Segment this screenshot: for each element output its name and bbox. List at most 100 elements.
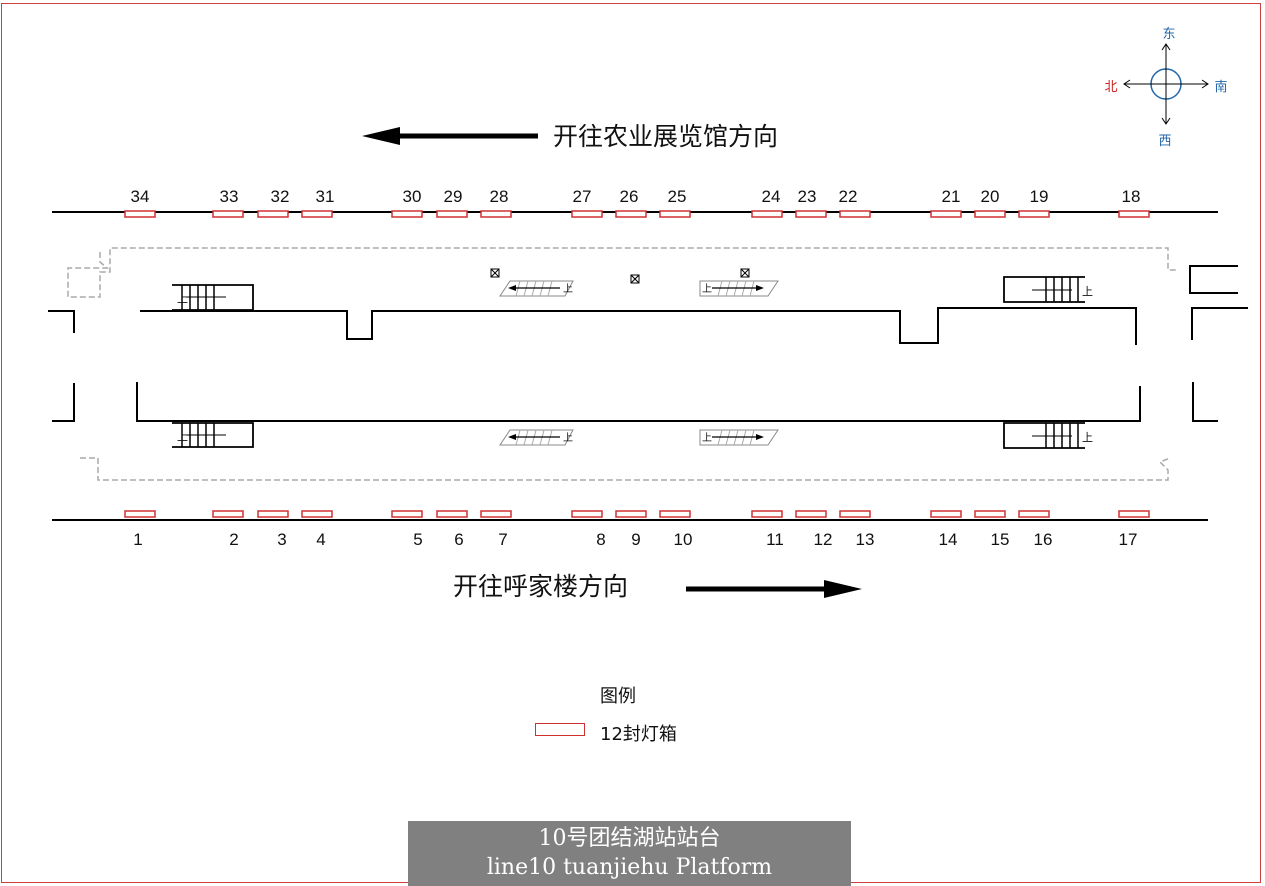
stair-northeast: 上 bbox=[1003, 276, 1093, 303]
legend-lightbox-label: 12封灯箱 bbox=[600, 724, 677, 745]
stair-up-label: 上 bbox=[1082, 285, 1093, 298]
lightbox-number-24: 24 bbox=[762, 187, 781, 206]
station-title-banner: 10号团结湖站站台 line10 tuanjiehu Platform bbox=[408, 821, 851, 886]
lightbox-number-12: 12 bbox=[814, 530, 833, 549]
lightbox-26 bbox=[615, 210, 647, 218]
lightbox-11 bbox=[751, 510, 783, 518]
lightbox-number-20: 20 bbox=[981, 187, 1000, 206]
island-wall-top bbox=[140, 307, 1137, 345]
island-wall-bottom bbox=[136, 382, 1141, 422]
stair-southwest: 上 bbox=[172, 422, 254, 448]
legend-title: 图例 bbox=[600, 686, 636, 707]
lightbox-3 bbox=[257, 510, 289, 518]
escalator-up-label: 上 bbox=[702, 283, 712, 295]
column-marker bbox=[490, 268, 500, 278]
lightbox-number-4: 4 bbox=[316, 530, 325, 549]
stair-up-label: 上 bbox=[1082, 431, 1093, 444]
lightbox-29 bbox=[436, 210, 468, 218]
platform-boundary-bottom bbox=[80, 457, 1171, 481]
lightbox-6 bbox=[436, 510, 468, 518]
lightbox-19 bbox=[1018, 210, 1050, 218]
lightbox-number-9: 9 bbox=[631, 530, 640, 549]
lightbox-number-16: 16 bbox=[1034, 530, 1053, 549]
lightbox-number-18: 18 bbox=[1122, 187, 1141, 206]
lightbox-number-1: 1 bbox=[133, 530, 142, 549]
stair-southeast: 上 bbox=[1003, 422, 1093, 449]
lightbox-27 bbox=[571, 210, 603, 218]
lightbox-number-26: 26 bbox=[620, 187, 639, 206]
compass-south-label: 南 bbox=[1214, 79, 1227, 95]
lightbox-28 bbox=[480, 210, 512, 218]
lightbox-number-21: 21 bbox=[942, 187, 961, 206]
east-end-wall-top bbox=[1191, 307, 1248, 340]
lightbox-number-33: 33 bbox=[220, 187, 239, 206]
lightbox-number-31: 31 bbox=[316, 187, 335, 206]
direction-arrow-west bbox=[362, 127, 538, 145]
lightbox-number-17: 17 bbox=[1119, 530, 1138, 549]
lightbox-10 bbox=[659, 510, 691, 518]
lightbox-number-22: 22 bbox=[839, 187, 858, 206]
lightbox-number-28: 28 bbox=[490, 187, 509, 206]
lightbox-number-11: 11 bbox=[766, 530, 784, 549]
lightbox-number-34: 34 bbox=[131, 187, 150, 206]
escalator-south-east: 上 bbox=[699, 429, 779, 446]
west-end-wall-bottom bbox=[52, 383, 75, 422]
lightbox-18 bbox=[1118, 210, 1150, 218]
lightbox-number-30: 30 bbox=[403, 187, 422, 206]
escalator-up-label: 上 bbox=[702, 432, 712, 444]
lightbox-20 bbox=[974, 210, 1006, 218]
lightbox-16 bbox=[1018, 510, 1050, 518]
lightbox-7 bbox=[480, 510, 512, 518]
legend-lightbox-swatch bbox=[535, 723, 585, 736]
lightbox-number-23: 23 bbox=[798, 187, 817, 206]
compass-west-label: 西 bbox=[1158, 134, 1171, 149]
column-marker bbox=[740, 268, 750, 278]
stair-up-label: 上 bbox=[177, 430, 188, 443]
lightbox-number-10: 10 bbox=[674, 530, 693, 549]
lightbox-number-2: 2 bbox=[229, 530, 238, 549]
lightbox-number-14: 14 bbox=[939, 530, 958, 549]
lightbox-number-32: 32 bbox=[271, 187, 290, 206]
lightbox-15 bbox=[974, 510, 1006, 518]
lightbox-number-3: 3 bbox=[277, 530, 286, 549]
lightbox-number-8: 8 bbox=[596, 530, 605, 549]
escalator-north-east: 上 bbox=[699, 280, 779, 297]
direction-label-south: 开往呼家楼方向 bbox=[453, 572, 628, 601]
lightbox-2 bbox=[212, 510, 244, 518]
lightbox-24 bbox=[751, 210, 783, 218]
stair-up-label: 上 bbox=[177, 292, 188, 305]
compass-east-label: 东 bbox=[1162, 27, 1175, 42]
direction-arrow-east bbox=[686, 580, 862, 598]
lightbox-33 bbox=[212, 210, 244, 218]
escalator-up-label: 上 bbox=[563, 283, 573, 295]
station-title-en: line10 tuanjiehu Platform bbox=[486, 855, 773, 880]
lightbox-34 bbox=[124, 210, 156, 218]
lightbox-1 bbox=[124, 510, 156, 518]
lightbox-number-7: 7 bbox=[498, 530, 507, 549]
lightbox-number-13: 13 bbox=[856, 530, 875, 549]
compass-rose: 东 西 北 南 bbox=[1104, 27, 1227, 149]
station-title-cn: 10号团结湖站站台 bbox=[538, 826, 721, 851]
direction-label-north: 开往农业展览馆方向 bbox=[553, 122, 778, 151]
lightbox-21 bbox=[930, 210, 962, 218]
lightbox-25 bbox=[659, 210, 691, 218]
escalator-north-west: 上 bbox=[499, 280, 574, 297]
lightbox-30 bbox=[391, 210, 423, 218]
lightbox-22 bbox=[839, 210, 871, 218]
column-marker bbox=[630, 274, 640, 284]
lightbox-4 bbox=[301, 510, 333, 518]
west-end-wall-top bbox=[48, 310, 75, 333]
lightbox-number-6: 6 bbox=[454, 530, 463, 549]
lightbox-5 bbox=[391, 510, 423, 518]
platform-boundary-top bbox=[67, 247, 1178, 298]
lightbox-14 bbox=[930, 510, 962, 518]
lightbox-23 bbox=[795, 210, 827, 218]
stair-northwest: 上 bbox=[172, 284, 254, 311]
lightbox-number-19: 19 bbox=[1030, 187, 1049, 206]
east-end-wall-bottom bbox=[1192, 382, 1218, 422]
escalator-up-label: 上 bbox=[563, 432, 573, 444]
lightbox-number-27: 27 bbox=[573, 187, 592, 206]
